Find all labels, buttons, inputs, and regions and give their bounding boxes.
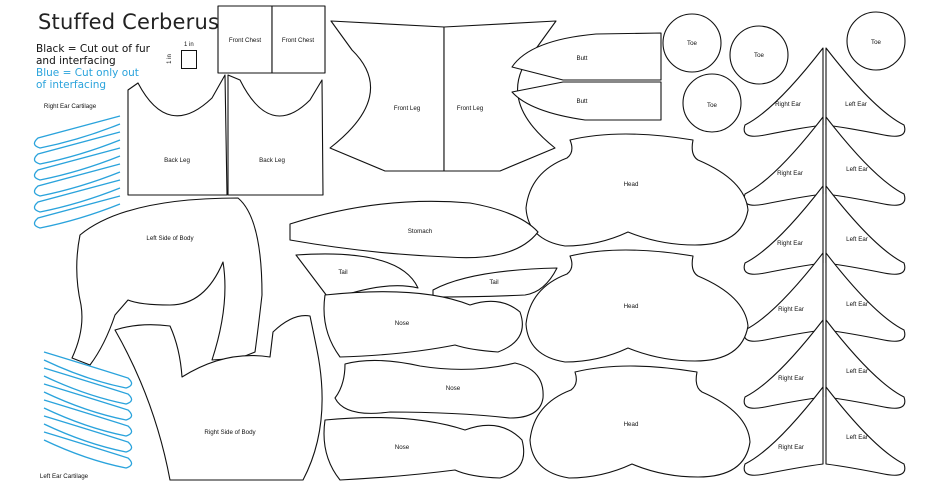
left-side-of-body-piece: Left Side of Body bbox=[71, 197, 263, 366]
right-side-of-body-piece: Right Side of Body bbox=[114, 315, 323, 481]
toe-label-1: Toe bbox=[687, 40, 698, 47]
tail-label-1: Tail bbox=[338, 269, 347, 276]
toe-piece-1: Toe bbox=[662, 13, 722, 73]
nose-label-1: Nose bbox=[395, 320, 410, 327]
right-ear-cartilage-group: Right Ear Cartilage bbox=[33, 103, 121, 229]
toe-label-2: Toe bbox=[754, 52, 765, 59]
toe-label-3: Toe bbox=[707, 102, 718, 109]
right-ear-label-1: Right Ear bbox=[775, 101, 801, 108]
stomach-piece: Stomach bbox=[289, 200, 539, 259]
left-ear-label-4: Left Ear bbox=[846, 301, 868, 308]
nose-label-2: Nose bbox=[446, 385, 461, 392]
toe-piece-2: Toe bbox=[729, 25, 789, 85]
ear-pair-2: Right Ear Left Ear bbox=[743, 116, 906, 206]
right-side-of-body-label: Right Side of Body bbox=[204, 429, 256, 436]
front-leg-piece-1: Front Leg bbox=[329, 20, 445, 172]
left-ear-label-5: Left Ear bbox=[846, 368, 868, 375]
back-leg-label-1: Back Leg bbox=[164, 157, 190, 164]
nose-piece-3: Nose bbox=[323, 417, 525, 481]
right-ear-label-2: Right Ear bbox=[777, 170, 803, 177]
left-ear-label-2: Left Ear bbox=[846, 166, 868, 173]
front-chest-piece-1: Front Chest bbox=[217, 5, 273, 74]
ear-pair-4: Right Ear Left Ear bbox=[743, 252, 906, 342]
left-ear-label-6: Left Ear bbox=[846, 434, 868, 441]
front-chest-piece-2: Front Chest bbox=[271, 5, 326, 74]
left-ear-label-3: Left Ear bbox=[846, 236, 868, 243]
back-leg-piece-2: Back Leg bbox=[227, 74, 324, 196]
ear-pair-6: Right Ear Left Ear bbox=[743, 386, 906, 476]
toe-label-4: Toe bbox=[871, 39, 882, 46]
ear-pair-1: Right Ear Left Ear bbox=[743, 47, 906, 137]
head-label-2: Head bbox=[624, 303, 639, 310]
ear-pair-3: Right Ear Left Ear bbox=[743, 185, 906, 275]
back-leg-piece-1: Back Leg bbox=[127, 74, 228, 196]
nose-label-3: Nose bbox=[395, 444, 410, 451]
front-chest-label-1: Front Chest bbox=[229, 37, 262, 44]
front-leg-label-1: Front Leg bbox=[394, 105, 421, 112]
stomach-label: Stomach bbox=[408, 228, 433, 235]
front-leg-label-2: Front Leg bbox=[457, 105, 484, 112]
head-piece-2: Head bbox=[525, 249, 749, 363]
right-ear-cartilage-label: Right Ear Cartilage bbox=[44, 103, 97, 110]
head-label-1: Head bbox=[624, 181, 639, 188]
right-ear-label-6: Right Ear bbox=[778, 444, 804, 451]
head-label-3: Head bbox=[624, 421, 639, 428]
tail-piece-1: Tail bbox=[295, 253, 419, 301]
right-ear-label-5: Right Ear bbox=[778, 375, 804, 382]
nose-piece-2: Nose bbox=[334, 359, 544, 419]
left-ear-cartilage-group: Left Ear Cartilage bbox=[40, 351, 133, 480]
head-piece-3: Head bbox=[529, 365, 751, 479]
right-ear-label-4: Right Ear bbox=[778, 306, 804, 313]
toe-piece-4: Toe bbox=[846, 11, 906, 71]
front-chest-label-2: Front Chest bbox=[282, 37, 315, 44]
butt-label-1: Butt bbox=[576, 55, 587, 62]
nose-piece-1: Nose bbox=[323, 291, 523, 358]
ear-pair-5: Right Ear Left Ear bbox=[743, 319, 906, 409]
left-side-of-body-label: Left Side of Body bbox=[146, 235, 194, 242]
back-leg-label-2: Back Leg bbox=[259, 157, 285, 164]
butt-label-2: Butt bbox=[576, 98, 587, 105]
scale-square bbox=[181, 50, 197, 69]
butt-piece-1: Butt bbox=[511, 32, 662, 81]
scale-label-top: 1 in bbox=[184, 42, 194, 48]
legend-black: Black = Cut out of fur and interfacing bbox=[36, 43, 150, 67]
left-ear-cartilage-label: Left Ear Cartilage bbox=[40, 473, 89, 480]
tail-piece-2: Tail bbox=[432, 267, 558, 298]
page-title: Stuffed Cerberus bbox=[38, 10, 220, 34]
tail-label-2: Tail bbox=[489, 279, 498, 286]
right-ear-label-3: Right Ear bbox=[777, 240, 803, 247]
head-piece-1: Head bbox=[525, 133, 749, 247]
left-ear-label-1: Left Ear bbox=[845, 101, 867, 108]
butt-piece-2: Butt bbox=[511, 81, 662, 121]
toe-piece-3: Toe bbox=[682, 73, 742, 133]
legend-blue: Blue = Cut only out of interfacing bbox=[36, 67, 139, 91]
